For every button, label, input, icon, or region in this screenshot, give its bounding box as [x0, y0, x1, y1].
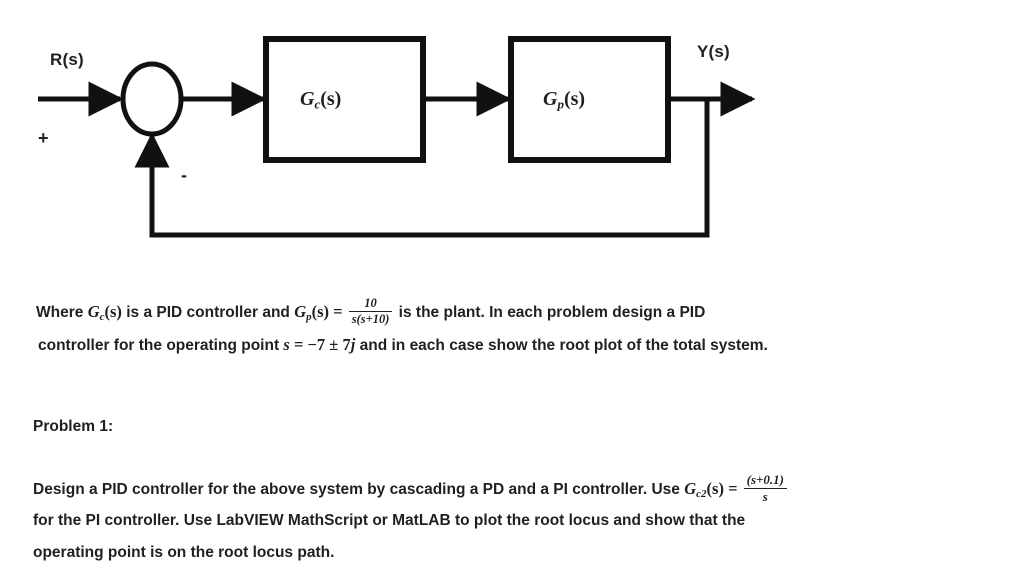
problem-1-text-1: Design a PID controller for the above sy…: [33, 481, 685, 498]
output-signal-label: Y(s): [697, 42, 730, 61]
gc-math-arg: (s): [104, 302, 122, 321]
controller-label-main: G: [300, 88, 315, 110]
gp-math-sub: p: [306, 311, 312, 324]
where-paragraph-line-2: controller for the operating point s = −…: [38, 329, 768, 361]
gc2-inline-math: Gc2(s) =: [684, 479, 742, 501]
operating-point-value: −7 ± 7: [307, 335, 351, 354]
pi-fraction-numerator: (s+0.1): [746, 472, 784, 488]
plant-label-main: G: [543, 88, 558, 110]
feedback-path: [149, 99, 710, 238]
plant-block: [508, 36, 671, 163]
gp-math-main: G: [294, 302, 307, 321]
block-diagram-svg: [38, 36, 756, 238]
plant-label-arg: (s): [563, 88, 586, 110]
gc-math-main: G: [87, 302, 100, 321]
where-text-3: is the plant. In each problem design a P…: [394, 304, 706, 321]
pi-controller-fraction: (s+0.1)s: [743, 472, 787, 504]
operating-point-variable: s: [283, 335, 290, 354]
plant-fraction-numerator: 10: [364, 295, 377, 310]
operating-point-text-1: controller for the operating point: [38, 337, 284, 354]
controller-label-subscript: c: [314, 96, 321, 112]
controller-block-label: Gc(s): [300, 88, 341, 113]
controller-block: [263, 36, 426, 163]
operating-point-math: s = −7 ± 7j: [283, 335, 355, 354]
gp-math-arg: (s): [311, 302, 330, 321]
operating-point-text-2: and in each case show the root plot of t…: [355, 337, 768, 354]
summing-junction-minus-sign: -: [181, 165, 188, 185]
gc-math-sub: c: [99, 311, 105, 324]
gp-inline-math: Gp(s) =: [294, 302, 347, 324]
where-text-1: Where: [36, 304, 88, 321]
gc2-math-sub: c2: [696, 488, 707, 501]
controller-label-arg: (s): [320, 88, 342, 110]
input-signal-label: R(s): [50, 50, 84, 69]
plant-label-subscript: p: [557, 96, 564, 112]
where-text-2: is a PID controller and: [121, 304, 295, 321]
gp-math-equals: =: [329, 302, 347, 321]
where-paragraph-line-1: Where Gc(s) is a PID controller and Gp(s…: [36, 296, 705, 333]
pi-fraction-denominator: s: [743, 488, 787, 504]
summing-junction-plus-sign: +: [38, 128, 49, 148]
operating-point-equals: =: [289, 335, 308, 354]
operating-point-imaginary-unit: j: [350, 335, 356, 354]
problem-1-heading: Problem 1:: [33, 418, 114, 435]
problem-1-line-2: for the PI controller. Use LabVIEW MathS…: [33, 512, 746, 529]
gc2-math-arg: (s): [706, 479, 724, 498]
gc2-math-equals: =: [723, 479, 742, 498]
problem-1-line-1: Design a PID controller for the above sy…: [33, 473, 789, 510]
plant-fraction-denominator: s(s+10): [348, 311, 393, 327]
summing-junction: [120, 61, 184, 137]
gc2-math-main: G: [684, 479, 697, 498]
block-diagram: R(s) Y(s) + - Gc(s) Gp(s): [0, 0, 1024, 270]
plant-block-label: Gp(s): [543, 88, 585, 113]
problem-1-line-3: operating point is on the root locus pat…: [33, 544, 335, 561]
gc-inline-math: Gc(s): [87, 302, 122, 324]
